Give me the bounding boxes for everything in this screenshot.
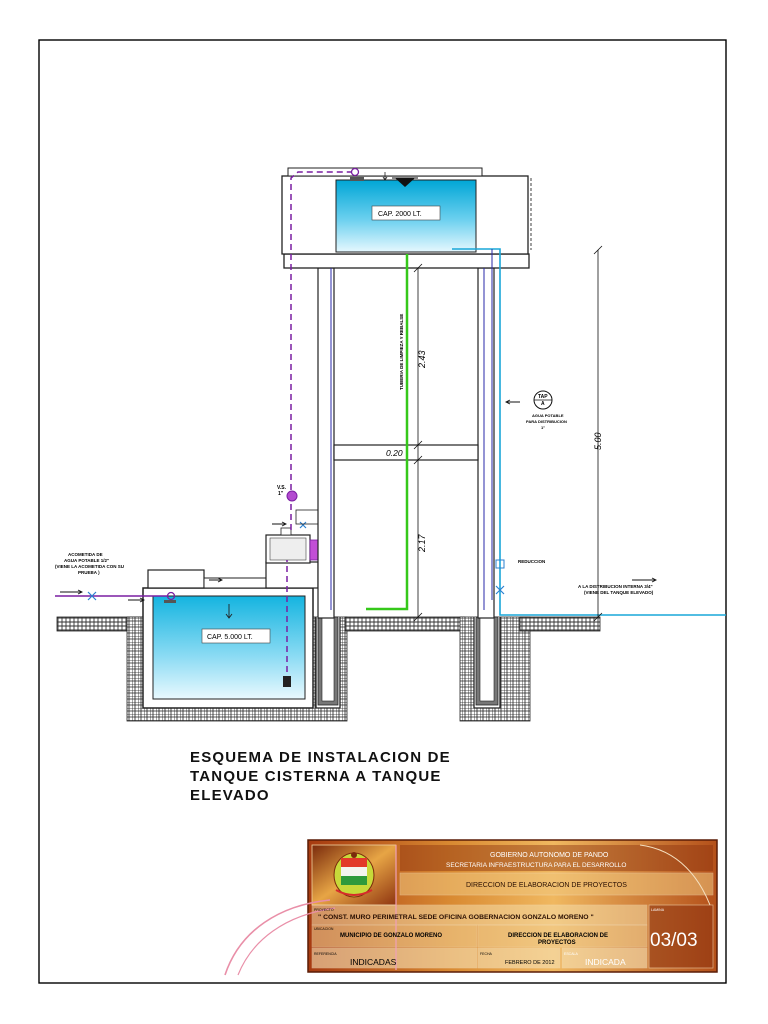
drawing-title-line-1: ESQUEMA DE INSTALACION DE [190, 749, 451, 766]
location-caption: UBICACION [314, 927, 334, 931]
tank-cistern-label: CAP. 5.000 LT. [207, 634, 253, 641]
date-caption: FECHA [480, 952, 493, 956]
tap-label-3: 1" [541, 425, 545, 430]
direction-value-1: DIRECCION DE ELABORACION DE [508, 933, 608, 939]
dimension-upper-label: 2.43 [417, 350, 427, 369]
sheet-number: 03/03 [650, 930, 698, 951]
dimension-total-label: 5.00 [593, 432, 603, 450]
tap-symbol-text-2: A [541, 401, 545, 407]
title-block [224, 839, 718, 976]
reference-value: INDICADAS [350, 957, 397, 967]
org-line-1: GOBIERNO AUTONOMO DE PANDO [490, 852, 609, 859]
tap-symbol [533, 390, 553, 410]
scale-caption: ESCALA [564, 952, 578, 956]
meter-label-2: AGUA POTABLE 1/2" [64, 558, 109, 563]
cistern-capacity-box [201, 628, 271, 644]
pump [265, 527, 320, 564]
flow-arrows [60, 399, 658, 603]
elevated-tank [281, 167, 529, 255]
cistern-tank [142, 561, 319, 709]
meter-label-4: PRUEBA ) [78, 570, 100, 575]
dimension-lower-label: 2.17 [417, 533, 427, 553]
valve-label-top: V.S. [277, 485, 287, 491]
tank-elevated-label: CAP. 2000 LT. [378, 211, 422, 218]
distribution-label-1: A LA DISTRIBUCION INTERNA 3/4" [578, 584, 653, 589]
meter-label-1: ACOMETIDA DE [68, 552, 103, 557]
tank-capacity-box [371, 205, 441, 221]
drawing-title: ESQUEMA DE INSTALACION DE TANQUE CISTERN… [190, 748, 490, 805]
pipe-vertical-label: TUBERIA DE LIMPIEZA Y REBALSE [399, 314, 404, 390]
direction-value-2: PROYECTOS [538, 940, 576, 946]
pipes [55, 171, 726, 672]
distribution-label-2: (VIENE DEL TANQUE ELEVADO) [584, 590, 654, 595]
drawing-title-line-2: TANQUE CISTERNA A TANQUE [190, 768, 442, 785]
sheet-caption: LAMINA [651, 908, 665, 912]
reduction-label: REDUCCION [518, 559, 545, 564]
location-value: MUNICIPIO DE GONZALO MORENO [340, 933, 442, 939]
dimension-beam-label: 0.20 [386, 448, 403, 458]
dimension-lines [413, 178, 603, 622]
valve-label-size: 1" [278, 491, 284, 497]
project-value: " CONST. MURO PERIMETRAL SEDE OFICINA GO… [318, 914, 594, 921]
org-line-2: SECRETARIA INFRAESTRUCTURA PARA EL DESAR… [446, 862, 626, 869]
reference-caption: REFERENCIA [314, 952, 337, 956]
project-caption: PROYECTO [314, 908, 334, 912]
tap-label-1: AGUA POTABLE [532, 413, 564, 418]
drawing-title-line-3: ELEVADO [190, 787, 270, 804]
meter-label-3: (VIENE LA ACOMETIDA CON SU [55, 564, 124, 569]
scale-value: INDICADA [585, 957, 626, 967]
tap-symbol-text-1: TAP [538, 394, 548, 400]
date-value: FEBRERO DE 2012 [505, 960, 555, 966]
coat-of-arms-logo [333, 852, 375, 898]
sheet-border [38, 39, 727, 984]
tap-label-2: PARA DISTRIBUCION [526, 419, 567, 424]
org-line-3: DIRECCION DE ELABORACION DE PROYECTOS [466, 882, 627, 889]
column-foundations [315, 616, 501, 709]
